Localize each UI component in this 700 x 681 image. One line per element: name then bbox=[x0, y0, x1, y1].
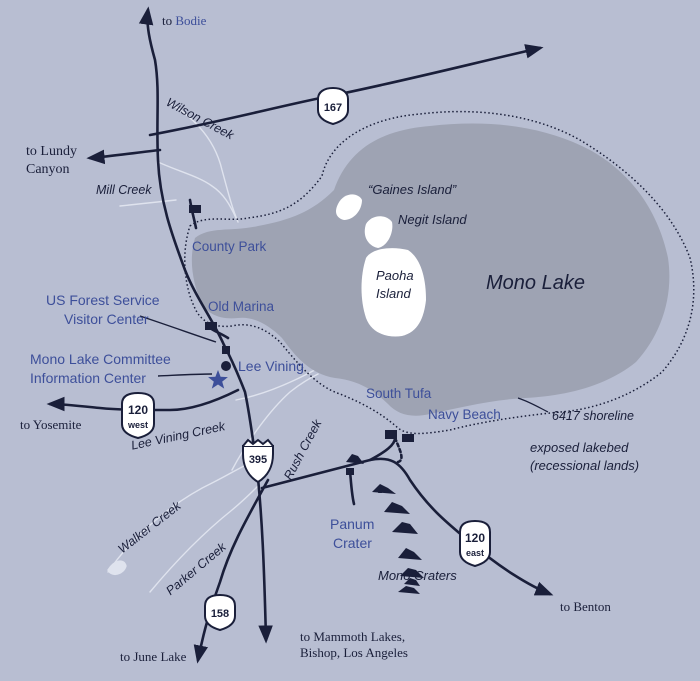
south-tufa-marker bbox=[385, 430, 397, 439]
forest-service-label-1: US Forest Service bbox=[46, 292, 160, 308]
gaines-island-shape bbox=[336, 194, 362, 220]
mill-creek-line bbox=[157, 161, 237, 219]
road-panum-spur bbox=[348, 468, 356, 506]
route-158-shield: 158 bbox=[204, 593, 236, 632]
lakebed-label-1: exposed lakebed bbox=[530, 440, 629, 455]
road-to-south-tufa bbox=[368, 436, 397, 462]
walker-lake bbox=[107, 560, 127, 576]
old-marina-label: Old Marina bbox=[208, 299, 275, 314]
panum-crater-label-1: Panum bbox=[330, 516, 375, 532]
county-park-marker bbox=[189, 205, 201, 213]
star-icon bbox=[208, 370, 228, 389]
dest-mammoth-label-1: to Mammoth Lakes, bbox=[300, 629, 406, 644]
navy-beach-label: Navy Beach bbox=[428, 407, 501, 422]
forest-service-marker bbox=[222, 346, 230, 354]
route-120-west-shield: 120 west bbox=[121, 391, 155, 440]
road-navy-beach bbox=[393, 436, 403, 464]
walker-creek-line bbox=[107, 465, 245, 573]
dest-yosemite-label: to Yosemite bbox=[20, 417, 82, 432]
south-tufa-label: South Tufa bbox=[366, 386, 432, 401]
historic-shoreline-6417 bbox=[184, 110, 695, 435]
committee-label-2: Information Center bbox=[30, 370, 146, 386]
svg-text:158: 158 bbox=[211, 608, 229, 620]
svg-text:167: 167 bbox=[324, 102, 342, 114]
negit-island-shape bbox=[364, 216, 393, 248]
navy-beach-marker bbox=[402, 434, 414, 442]
paoha-island-shape bbox=[361, 248, 426, 337]
wilson-creek-line bbox=[167, 101, 239, 223]
route-120-east-shield: 120 east bbox=[459, 519, 491, 568]
road-to-lundy bbox=[86, 148, 162, 165]
panum-crater-label-2: Crater bbox=[333, 535, 372, 551]
lake-name-label: Mono Lake bbox=[486, 272, 585, 294]
lee-vining-town-marker bbox=[221, 361, 231, 371]
svg-text:west: west bbox=[127, 420, 148, 430]
negit-island-label: Negit Island bbox=[398, 212, 467, 227]
dest-mammoth-label-2: Bishop, Los Angeles bbox=[300, 645, 408, 660]
dest-bodie-label: to Bodie bbox=[162, 13, 207, 28]
svg-text:395: 395 bbox=[249, 454, 267, 466]
dest-lundy-label-1: to Lundy bbox=[26, 144, 77, 159]
dest-benton-label: to Benton bbox=[560, 599, 611, 614]
gaines-island-label: “Gaines Island” bbox=[368, 182, 457, 197]
paoha-island-label-2: Island bbox=[376, 286, 411, 301]
road-to-bodie bbox=[138, 6, 226, 347]
old-marina-marker bbox=[205, 322, 217, 330]
mono-craters-label: Mono Craters bbox=[378, 568, 457, 583]
dest-june-lake-label: to June Lake bbox=[120, 649, 187, 664]
panum-crater-marker bbox=[346, 468, 354, 475]
forest-service-label-2: Visitor Center bbox=[64, 311, 149, 327]
lee-vining-label: Lee Vining bbox=[238, 358, 304, 374]
road-158 bbox=[193, 478, 270, 664]
svg-text:east: east bbox=[466, 548, 484, 558]
committee-pointer bbox=[157, 373, 213, 377]
county-park-label: County Park bbox=[192, 239, 267, 254]
svg-text:120: 120 bbox=[465, 531, 485, 545]
route-395-shield: 395 bbox=[242, 438, 274, 484]
mill-creek-branch bbox=[119, 199, 177, 207]
facility-markers bbox=[189, 205, 414, 475]
dest-lundy-label-2: Canyon bbox=[26, 162, 70, 177]
shoreline-label: 6417 shoreline bbox=[552, 409, 635, 423]
parker-creek-line bbox=[149, 485, 259, 593]
route-167-shield: 167 bbox=[317, 86, 349, 126]
road-county-park bbox=[188, 198, 198, 230]
lake-body bbox=[191, 123, 670, 416]
road-120-east bbox=[260, 457, 554, 596]
mono-craters-shapes bbox=[346, 454, 424, 594]
mill-creek-label: Mill Creek bbox=[96, 183, 152, 197]
committee-label-1: Mono Lake Committee bbox=[30, 351, 171, 367]
shoreline-pointer bbox=[517, 397, 549, 413]
forest-service-pointer bbox=[139, 315, 217, 343]
paoha-island-label-1: Paoha bbox=[376, 268, 414, 283]
lakebed-label-2: (recessional lands) bbox=[530, 458, 640, 473]
svg-text:120: 120 bbox=[128, 403, 148, 417]
